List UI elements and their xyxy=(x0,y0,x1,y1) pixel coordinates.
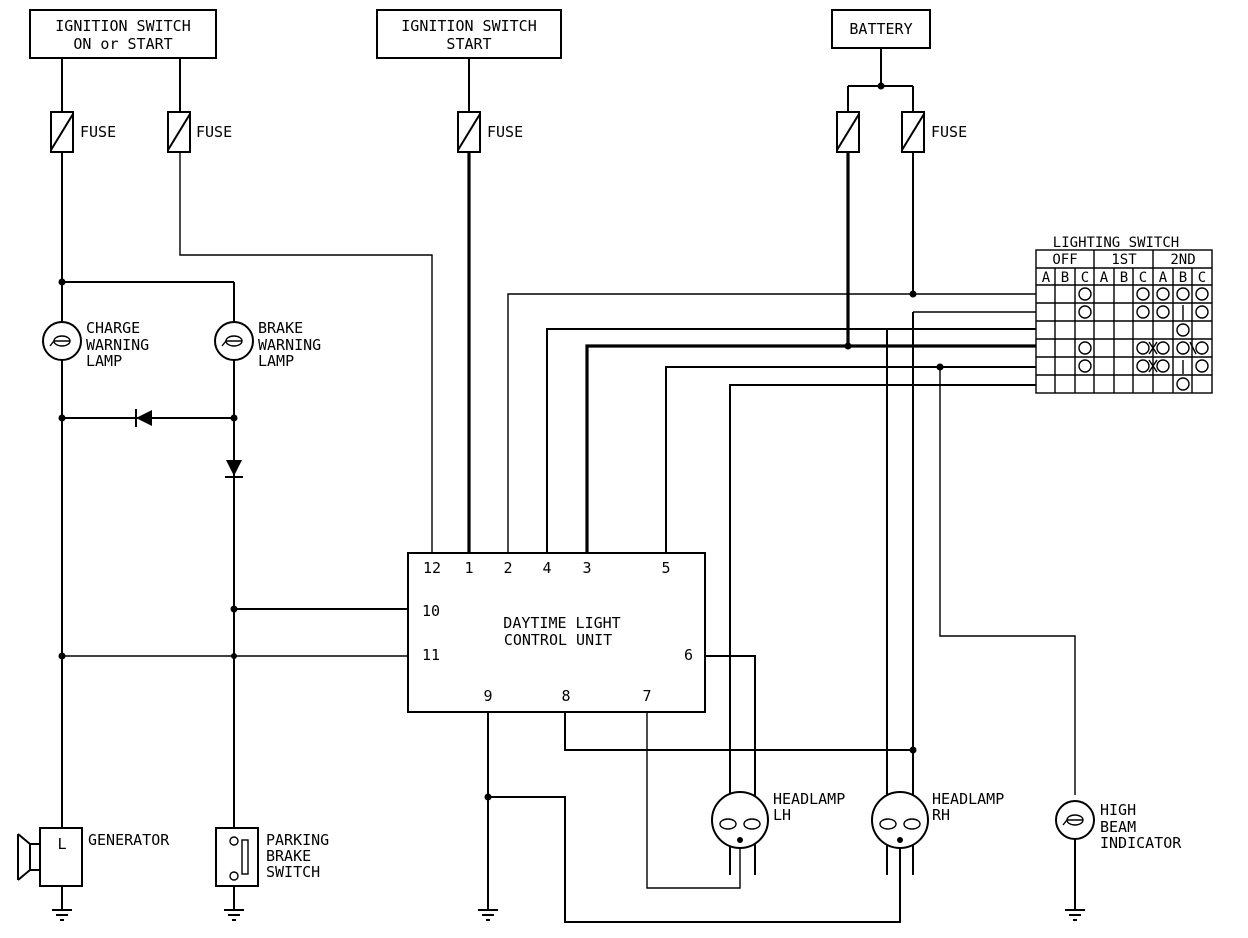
lighting-switch-position-off: OFF xyxy=(1052,252,1077,268)
pin-1: 1 xyxy=(464,559,473,577)
lighting-switch-position-2nd: 2ND xyxy=(1170,252,1195,268)
left-wiring xyxy=(58,152,471,828)
headlamp-rh: HEADLAMP RH xyxy=(871,790,1004,849)
ign-start-label-line2: START xyxy=(446,35,491,53)
lighting-switch-col-c2: C xyxy=(1139,270,1147,286)
brake-lamp-label-3: LAMP xyxy=(258,352,294,370)
pin-3: 3 xyxy=(582,559,591,577)
fuse-5: FUSE xyxy=(901,111,967,153)
headlamp-rh-label-1: HEADLAMP xyxy=(932,790,1004,808)
right-wiring xyxy=(478,152,1076,923)
charge-lamp-label-1: CHARGE xyxy=(86,319,140,337)
lighting-switch-col-b2: B xyxy=(1120,270,1128,286)
parking-brake-label-1: PARKING xyxy=(266,831,329,849)
lighting-switch-col-a2: A xyxy=(1100,270,1109,286)
headlamp-lh-label-2: LH xyxy=(773,806,791,824)
pin-6: 6 xyxy=(684,646,693,664)
fuse-2-label: FUSE xyxy=(196,123,232,141)
fuse-5-label: FUSE xyxy=(931,123,967,141)
pin-2: 2 xyxy=(503,559,512,577)
generator-terminal-label: L xyxy=(57,835,66,853)
high-beam-label-2: BEAM xyxy=(1100,818,1136,836)
ign-on-label-line1: IGNITION SWITCH xyxy=(55,17,190,35)
charge-warning-lamp: CHARGE WARNING LAMP xyxy=(42,319,149,370)
brake-warning-lamp: BRAKE WARNING LAMP xyxy=(214,319,321,370)
pin-12: 12 xyxy=(423,559,441,577)
fuse-1: FUSE xyxy=(50,58,116,153)
pin-10: 10 xyxy=(422,602,440,620)
high-beam-label-3: INDICATOR xyxy=(1100,834,1182,852)
pin-5: 5 xyxy=(661,559,670,577)
pin-7: 7 xyxy=(642,687,651,705)
lighting-switch-table: LIGHTING SWITCH OFF 1ST 2ND A B C A B C … xyxy=(1035,235,1213,394)
fuse-3-label: FUSE xyxy=(487,123,523,141)
high-beam-label-1: HIGH xyxy=(1100,801,1136,819)
parking-brake-label-3: SWITCH xyxy=(266,863,320,881)
diode-vertical xyxy=(225,460,243,478)
pin-4: 4 xyxy=(542,559,551,577)
parking-brake-label-2: BRAKE xyxy=(266,847,311,865)
charge-lamp-label-2: WARNING xyxy=(86,336,149,354)
high-beam-indicator: HIGH BEAM INDICATOR xyxy=(1055,800,1182,921)
diode-horizontal xyxy=(135,409,152,427)
brake-lamp-label-2: WARNING xyxy=(258,336,321,354)
lighting-switch-col-b1: B xyxy=(1061,270,1069,286)
battery-box: BATTERY xyxy=(831,9,931,49)
lighting-switch-col-b3: B xyxy=(1179,270,1187,286)
ignition-switch-on-or-start-box: IGNITION SWITCH ON or START xyxy=(29,9,217,59)
fuse-2: FUSE xyxy=(167,58,232,153)
lighting-switch-col-a3: A xyxy=(1159,270,1168,286)
fuse-1-label: FUSE xyxy=(80,123,116,141)
pin-11: 11 xyxy=(422,646,440,664)
ign-on-label-line2: ON or START xyxy=(73,35,172,53)
headlamp-lh-label-1: HEADLAMP xyxy=(773,790,845,808)
lighting-switch-col-c1: C xyxy=(1081,270,1089,286)
lighting-switch-col-c3: C xyxy=(1198,270,1206,286)
headlamp-rh-label-2: RH xyxy=(932,806,950,824)
brake-lamp-label-1: BRAKE xyxy=(258,319,303,337)
control-unit-label-1: DAYTIME LIGHT xyxy=(503,614,620,632)
battery-label: BATTERY xyxy=(849,20,912,38)
lighting-switch-position-1st: 1ST xyxy=(1111,252,1137,268)
battery-fuse-split xyxy=(847,48,914,112)
lighting-switch-title: LIGHTING SWITCH xyxy=(1053,235,1179,251)
headlamp-lh: HEADLAMP LH xyxy=(711,790,845,849)
lighting-switch-col-a1: A xyxy=(1042,270,1051,286)
control-unit-label-2: CONTROL UNIT xyxy=(504,631,612,649)
ignition-switch-start-box: IGNITION SWITCH START xyxy=(376,9,562,59)
ign-start-label-line1: IGNITION SWITCH xyxy=(401,17,536,35)
pin-9: 9 xyxy=(483,687,492,705)
generator: L GENERATOR xyxy=(17,827,170,921)
charge-lamp-label-3: LAMP xyxy=(86,352,122,370)
fuse-4 xyxy=(836,111,860,153)
generator-label: GENERATOR xyxy=(88,831,170,849)
fuse-3: FUSE xyxy=(457,58,523,153)
pin-8: 8 xyxy=(561,687,570,705)
daytime-light-control-unit: DAYTIME LIGHT CONTROL UNIT 12 1 2 4 3 5 … xyxy=(407,552,706,713)
parking-brake-switch: PARKING BRAKE SWITCH xyxy=(215,827,329,921)
